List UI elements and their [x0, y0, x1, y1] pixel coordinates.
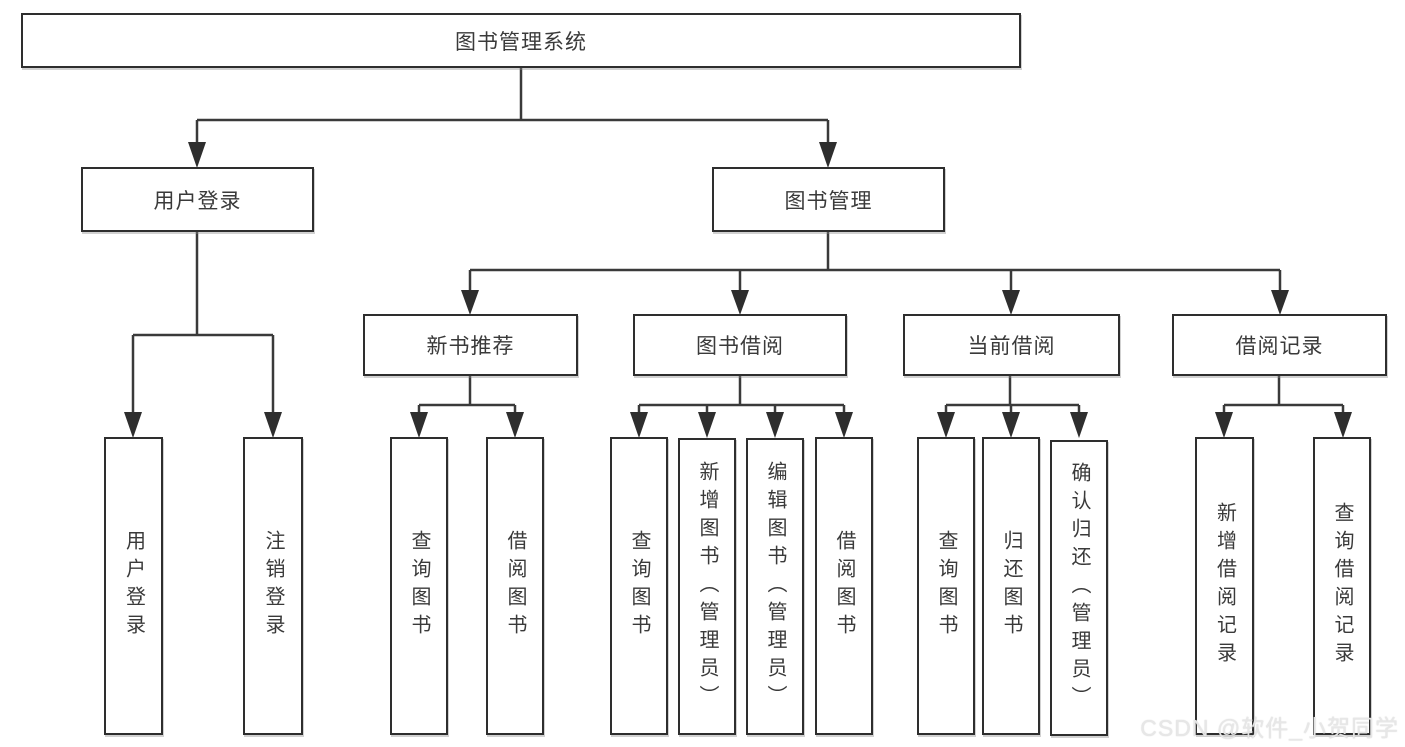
leaf-confirm-return-admin: 确认归还（管理员） — [1050, 440, 1108, 736]
leaf-label: 查询图书 — [408, 530, 430, 642]
node-book-management: 图书管理 — [712, 167, 945, 232]
node-root-library-system: 图书管理系统 — [21, 13, 1021, 68]
leaf-label: 归还图书 — [1000, 530, 1022, 642]
leaf-query-books-newbooks: 查询图书 — [390, 437, 448, 735]
node-borrowing-records: 借阅记录 — [1172, 314, 1387, 376]
leaf-logout: 注销登录 — [243, 437, 303, 735]
leaf-label: 查询图书 — [935, 530, 957, 642]
node-book-borrowing: 图书借阅 — [633, 314, 847, 376]
arrowhead-icons — [124, 142, 1352, 438]
leaf-query-borrow-record: 查询借阅记录 — [1313, 437, 1371, 735]
leaf-label: 确认归还（管理员） — [1068, 462, 1090, 714]
leaf-return-books: 归还图书 — [982, 437, 1040, 735]
leaf-add-books-admin: 新增图书（管理员） — [678, 438, 736, 735]
leaf-label: 借阅图书 — [833, 530, 855, 642]
node-user-login: 用户登录 — [81, 167, 314, 232]
leaf-edit-books-admin: 编辑图书（管理员） — [746, 438, 804, 735]
leaf-label: 用户登录 — [122, 530, 145, 642]
leaf-label: 借阅图书 — [504, 530, 526, 642]
leaf-label: 新增借阅记录 — [1213, 502, 1236, 670]
leaf-label: 新增图书（管理员） — [696, 460, 718, 713]
node-new-book-recommend: 新书推荐 — [363, 314, 578, 376]
leaf-label: 注销登录 — [262, 530, 284, 642]
leaf-label: 查询图书 — [628, 530, 650, 642]
leaf-add-borrow-record: 新增借阅记录 — [1195, 437, 1254, 735]
leaf-query-books-borrow: 查询图书 — [610, 437, 668, 735]
leaf-borrow-books-newbooks: 借阅图书 — [486, 437, 544, 735]
leaf-user-login: 用户登录 — [104, 437, 163, 735]
leaf-borrow-books: 借阅图书 — [815, 437, 873, 735]
leaf-query-books-current: 查询图书 — [917, 437, 975, 735]
leaf-label: 查询借阅记录 — [1331, 502, 1353, 670]
leaf-label: 编辑图书（管理员） — [764, 460, 786, 713]
node-current-borrowing: 当前借阅 — [903, 314, 1120, 376]
